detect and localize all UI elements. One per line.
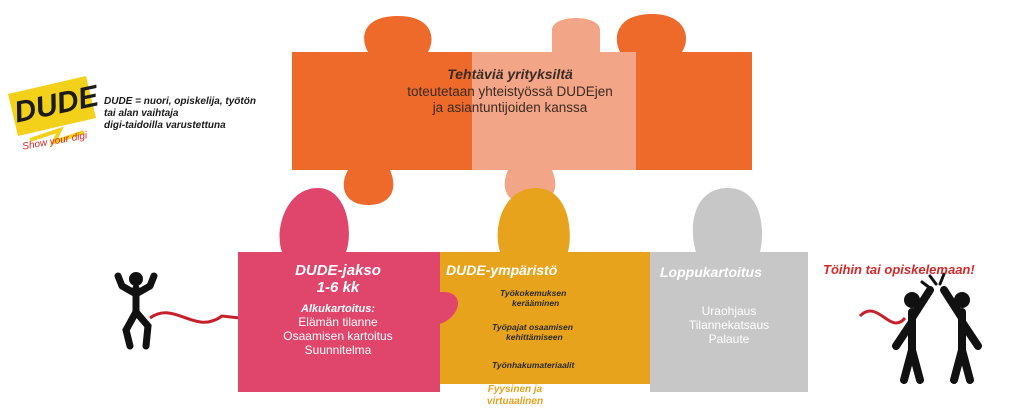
gray-line: Uraohjaus <box>701 304 757 318</box>
yellow-item-line: kehittämiseen <box>506 332 563 342</box>
yellow-caption: Fyysinen ja virtuaalinen <box>470 384 560 408</box>
pink-puzzle-piece <box>238 188 459 392</box>
dude-logo <box>8 76 96 146</box>
yellow-caption-line: virtuaalinen <box>486 396 544 407</box>
pink-piece-text: DUDE-jakso 1-6 kk Alkukartoitus: Elämän … <box>240 262 436 357</box>
yellow-item-line: Työnhakumateriaalit <box>492 360 575 370</box>
yellow-title: DUDE-ympäristö <box>446 262 558 278</box>
definition-line: tai alan vaihtaja <box>104 108 179 119</box>
gray-line: Tilannekatsaus <box>688 318 770 332</box>
top-piece-body: toteutetaan yhteistyössä DUDEjen ja asia… <box>330 84 690 116</box>
top-piece-line: ja asiantuntijoiden kanssa <box>432 100 588 115</box>
dude-definition: DUDE = nuori, opiskelija, työtön tai ala… <box>104 96 304 132</box>
stick-figure-icon <box>114 272 158 350</box>
gray-line: Palaute <box>708 332 750 346</box>
top-piece-title: Tehtäviä yrityksiltä <box>447 66 573 82</box>
definition-line: digi-taidoilla varustettuna <box>104 120 226 131</box>
yellow-item-line: kerääminen <box>512 298 560 308</box>
pink-line: Suunnitelma <box>304 343 372 357</box>
definition-line: DUDE = nuori, opiskelija, työtön <box>104 96 256 107</box>
yellow-puzzle-piece <box>440 188 650 384</box>
top-puzzle-piece <box>292 14 752 205</box>
yellow-caption-line: Fyysinen ja <box>487 384 543 395</box>
yellow-item: Työpajat osaamisen kehittämiseen <box>492 322 612 342</box>
yellow-item: Työkokemuksen kerääminen <box>500 288 610 308</box>
yellow-item: Työnhakumateriaalit <box>492 360 612 370</box>
high-five-icon <box>892 272 982 384</box>
yellow-item-line: Työpajat osaamisen <box>492 322 573 332</box>
pink-subtitle: Alkukartoitus: <box>301 303 375 315</box>
yellow-item-line: Työkokemuksen <box>500 288 567 298</box>
gray-piece-body: Uraohjaus Tilannekatsaus Palaute <box>654 304 804 346</box>
gray-title: Loppukartoitus <box>660 264 762 280</box>
goal-text: Töihin tai opiskelemaan! <box>823 262 975 277</box>
top-piece-line: toteutetaan yhteistyössä DUDEjen <box>407 84 613 99</box>
pink-title: 1-6 kk <box>316 279 360 296</box>
pink-line: Elämän tilanne <box>298 315 378 329</box>
gray-puzzle-piece <box>650 188 808 392</box>
pink-line: Osaamisen kartoitus <box>283 329 393 343</box>
pink-title: DUDE-jakso <box>295 262 381 279</box>
